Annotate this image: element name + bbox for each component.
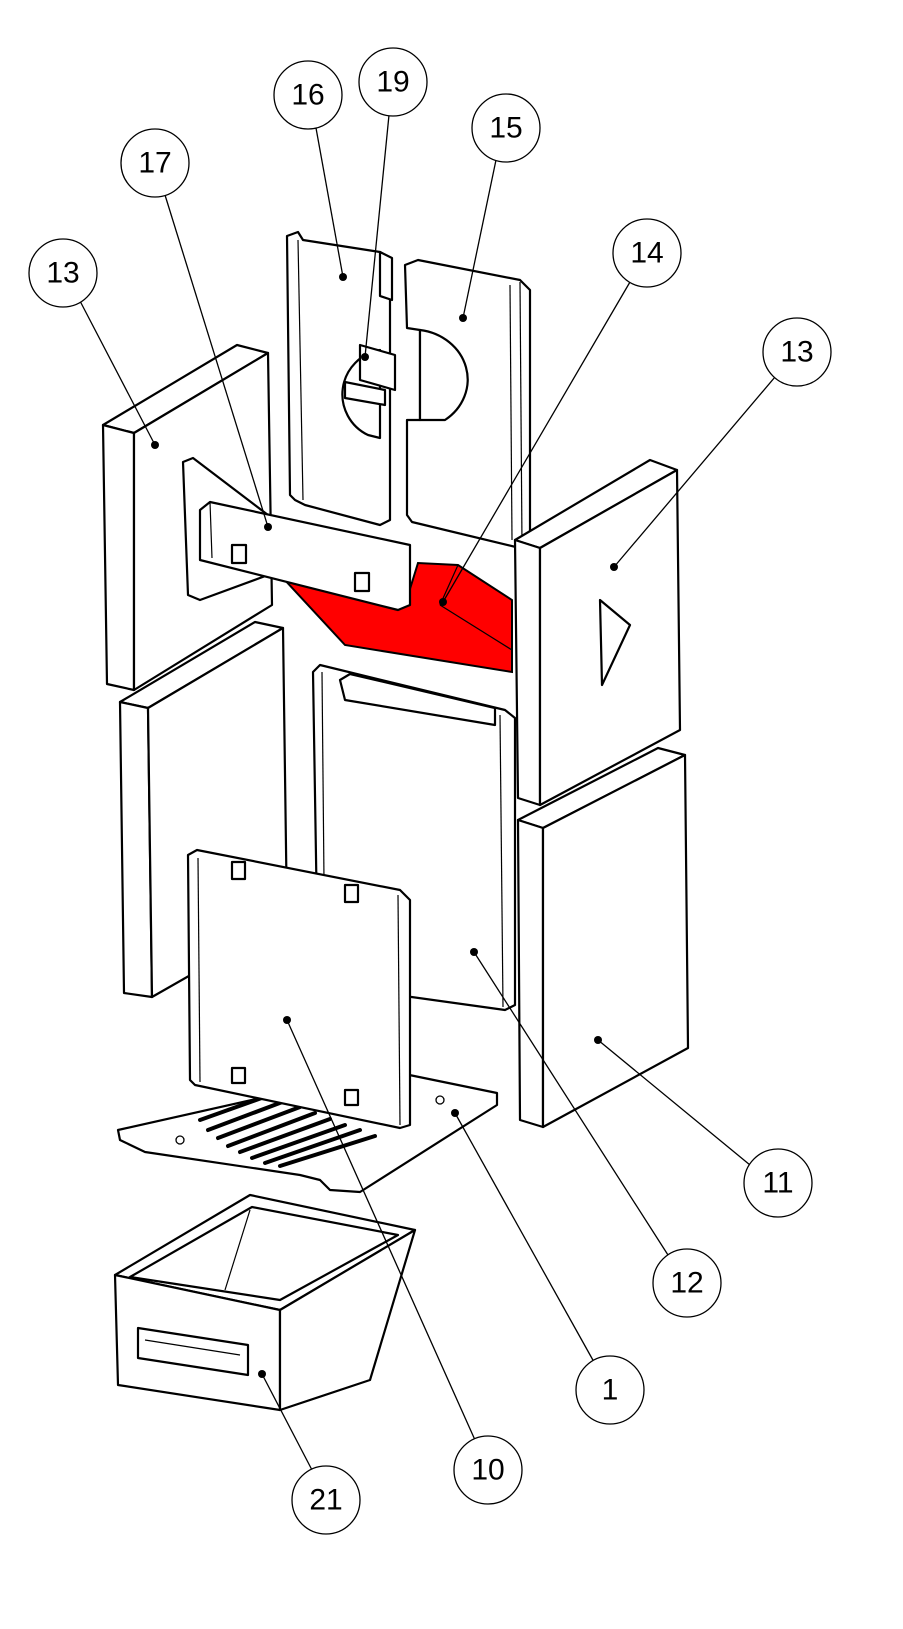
- callout-17[interactable]: 17: [120, 128, 190, 198]
- callout-19[interactable]: 19: [358, 47, 428, 117]
- callout-14[interactable]: 14: [612, 218, 682, 288]
- callout-label: 13: [780, 336, 813, 369]
- part-16-back-panel-left[interactable]: [285, 230, 397, 527]
- callout-16[interactable]: 16: [273, 60, 343, 130]
- callout-10[interactable]: 10: [453, 1435, 523, 1505]
- leader-lines: [79, 114, 776, 1471]
- part-13-side-panel-right-upper[interactable]: [513, 458, 682, 807]
- part-11-side-panel-right-lower[interactable]: [516, 746, 690, 1129]
- callout-label: 14: [630, 237, 663, 270]
- callout-label: 12: [670, 1267, 703, 1300]
- callout-21[interactable]: 21: [291, 1465, 361, 1535]
- part-10-front-panel[interactable]: [186, 848, 412, 1130]
- callout-1[interactable]: 1: [575, 1355, 645, 1425]
- part-21-ash-pan[interactable]: [113, 1193, 417, 1412]
- leader-dots: [151, 273, 618, 1378]
- callout-label: 21: [309, 1484, 342, 1517]
- callout-label: 11: [762, 1167, 793, 1200]
- callout-label: 17: [138, 147, 171, 180]
- callout-label: 19: [376, 66, 409, 99]
- callout-15[interactable]: 15: [471, 93, 541, 163]
- callout-11[interactable]: 11: [743, 1148, 813, 1218]
- callout-label: 1: [602, 1374, 619, 1407]
- callout-label: 10: [471, 1454, 504, 1487]
- callout-label: 13: [46, 257, 79, 290]
- callout-12[interactable]: 12: [652, 1248, 722, 1318]
- callout-13-right[interactable]: 13: [762, 317, 832, 387]
- callout-label: 16: [291, 79, 324, 112]
- callout-label: 15: [489, 112, 522, 145]
- callout-13-left[interactable]: 13: [28, 238, 98, 308]
- part-15-back-panel-right[interactable]: [403, 258, 532, 550]
- part-17-top-brick[interactable]: [181, 456, 412, 612]
